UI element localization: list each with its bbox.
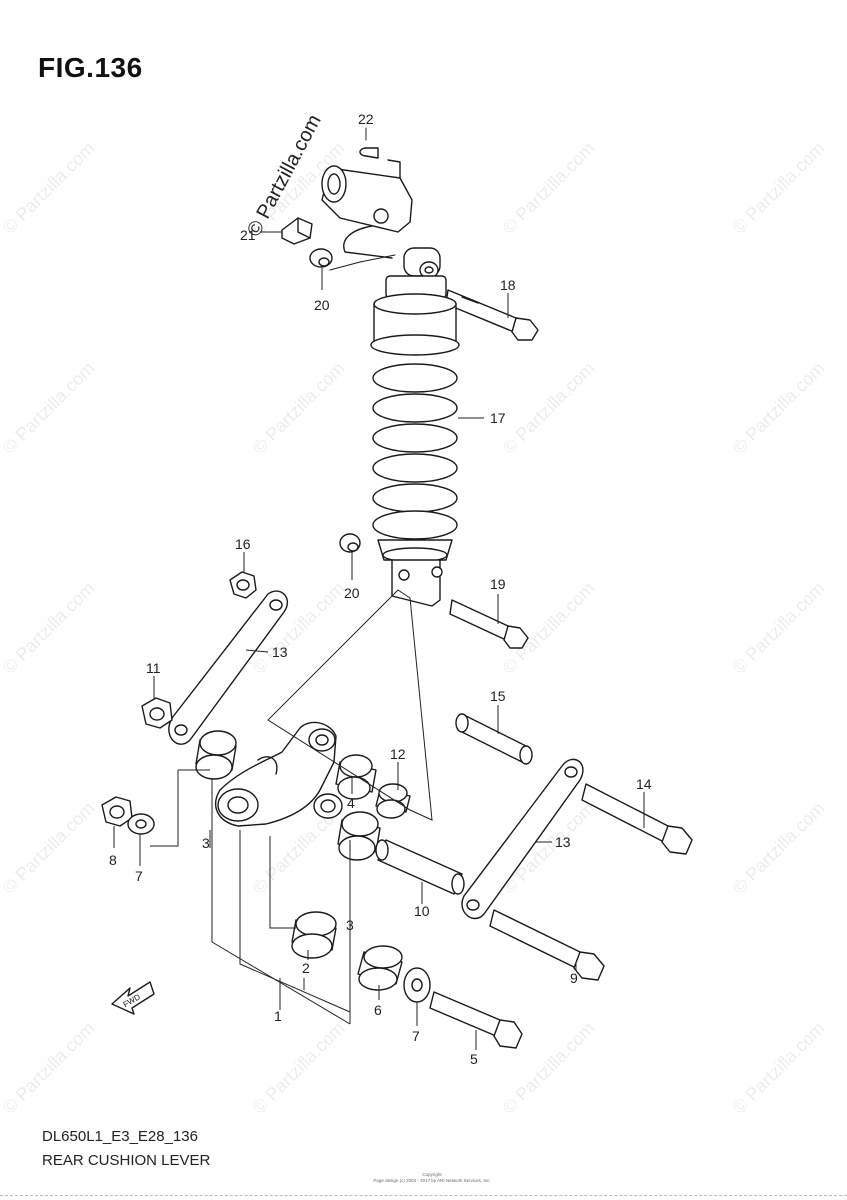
- model-code: DL650L1_E3_E28_136: [42, 1128, 198, 1145]
- part-2-bearing: [291, 911, 337, 959]
- watermark: © Partzilla.com: [249, 358, 349, 458]
- callout-numbers: 22 21 20 18 17 16 20 19 13 11 15 12 4 14…: [109, 111, 652, 1067]
- watermark: © Partzilla.com: [729, 138, 829, 238]
- callout-3-left: 3: [202, 835, 210, 851]
- part-13-link-left: [168, 590, 289, 745]
- part-6-collar: [357, 945, 403, 991]
- callout-8: 8: [109, 852, 117, 868]
- watermark: © Partzilla.com: [499, 138, 599, 238]
- callout-20-lower: 20: [344, 585, 360, 601]
- part-8-nut: [101, 796, 133, 827]
- part-21-clamp: [281, 217, 313, 245]
- part-9-bolt: [489, 909, 605, 981]
- watermark: © Partzilla.com: [729, 1018, 829, 1118]
- part-13-link-right: [461, 758, 584, 920]
- callout-2: 2: [302, 960, 310, 976]
- watermark: © Partzilla.com: [0, 1018, 99, 1118]
- part-16-nut: [229, 571, 257, 599]
- leader-lines: [113, 128, 645, 1050]
- callout-1: 1: [274, 1008, 282, 1024]
- watermark: © Partzilla.com: [499, 358, 599, 458]
- callout-14: 14: [636, 776, 652, 792]
- callout-19: 19: [490, 576, 506, 592]
- part-15-sleeve: [455, 713, 533, 765]
- callout-18: 18: [500, 277, 516, 293]
- figure-name: REAR CUSHION LEVER: [42, 1152, 211, 1169]
- callout-12: 12: [390, 746, 406, 762]
- copyright-line-2: Page design (c) 2004 - 2017 by ARI Netwo…: [373, 1178, 491, 1183]
- part-1-cushion-lever: [215, 721, 343, 827]
- watermark: © Partzilla.com: [729, 798, 829, 898]
- callout-16: 16: [235, 536, 251, 552]
- copyright-notice: Copyright Page design (c) 2004 - 2017 by…: [352, 1172, 512, 1184]
- part-10-long-sleeve: [375, 839, 465, 895]
- watermark: © Partzilla.com: [0, 358, 99, 458]
- watermark: © Partzilla.com: [0, 138, 99, 238]
- callout-6: 6: [374, 1002, 382, 1018]
- bottom-divider: [0, 1195, 847, 1196]
- callout-21: 21: [240, 227, 256, 243]
- callout-20: 20: [314, 297, 330, 313]
- part-20-lower-collar: [339, 533, 361, 553]
- callout-10: 10: [414, 903, 430, 919]
- watermark: © Partzilla.com: [0, 578, 99, 678]
- callout-7-lower: 7: [412, 1028, 420, 1044]
- fwd-arrow-icon: [111, 981, 155, 1015]
- callout-22: 22: [358, 111, 374, 127]
- callout-7-left: 7: [135, 868, 143, 884]
- callout-3-right: 3: [346, 917, 354, 933]
- part-7-washer-left: [127, 813, 155, 835]
- callout-11: 11: [146, 660, 161, 676]
- figure-title: FIG.136: [38, 52, 143, 83]
- callout-13-right: 13: [555, 834, 571, 850]
- part-3-bushing-lower: [337, 811, 381, 861]
- watermark: © Partzilla.com: [729, 578, 829, 678]
- part-22-bolt: [359, 127, 379, 159]
- part-reservoir: [321, 159, 413, 259]
- part-12-collar: [375, 783, 411, 819]
- part-4-bushing: [335, 754, 377, 800]
- part-14-bolt: [581, 783, 693, 855]
- part-3-bushing-upper: [195, 730, 237, 780]
- copyright-line-1: Copyright: [422, 1172, 442, 1177]
- part-20-top-collar: [309, 248, 396, 271]
- callout-17: 17: [490, 410, 506, 426]
- watermark: © Partzilla.com: [0, 798, 99, 898]
- watermark: © Partzilla.com: [729, 358, 829, 458]
- callout-4: 4: [347, 795, 355, 811]
- part-17-rear-shock: [370, 293, 460, 607]
- part-19-bolt: [449, 599, 529, 649]
- part-5-bolt: [429, 991, 523, 1049]
- watermark: © Partzilla.com: [249, 1018, 349, 1118]
- callout-9: 9: [570, 970, 578, 986]
- part-18-bolt: [445, 289, 539, 341]
- part-17-shock-top: [385, 247, 447, 299]
- callout-5: 5: [470, 1051, 478, 1067]
- part-7-washer-lower: [403, 967, 431, 1003]
- callout-15: 15: [490, 688, 506, 704]
- callout-13-left: 13: [272, 644, 288, 660]
- part-11-nut: [141, 697, 173, 729]
